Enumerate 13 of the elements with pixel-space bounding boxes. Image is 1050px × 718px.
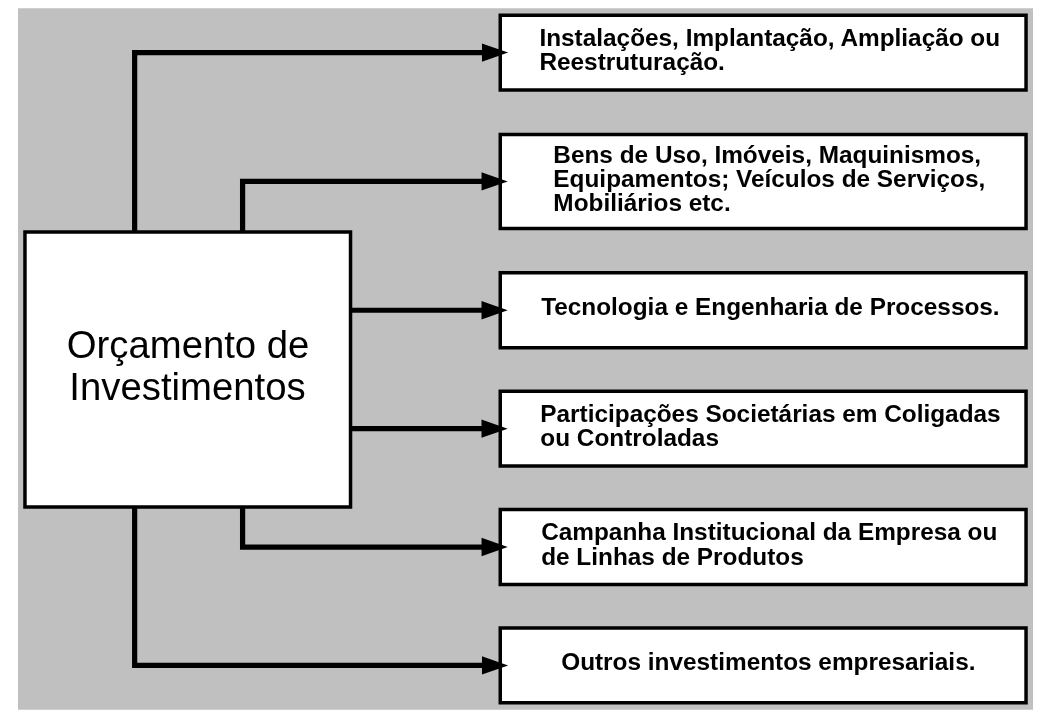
node-box: Outros investimentos empresariais. bbox=[498, 626, 1028, 705]
arrow bbox=[350, 419, 508, 438]
arrow bbox=[239, 507, 508, 557]
node-box: Tecnologia e Engenharia de Processos. bbox=[498, 271, 1028, 350]
node-box: Participações Societárias em Coligadas ou Controladas bbox=[498, 389, 1028, 468]
arrow bbox=[350, 301, 508, 320]
node-box: Bens de Uso, Imóveis, Maquinismos, Equipamentos; Veículos de Serviços, Mobiliários etc. bbox=[498, 132, 1028, 231]
node-box: Instalações, Implantação, Ampliação ou Reestruturação. bbox=[498, 13, 1028, 92]
arrow bbox=[131, 507, 508, 675]
arrow bbox=[131, 43, 508, 232]
node-box: Orçamento de Investimentos bbox=[22, 230, 352, 509]
node-box: Campanha Institucional da Empresa ou de Linhas de Produtos bbox=[498, 507, 1028, 587]
arrow bbox=[239, 172, 508, 232]
